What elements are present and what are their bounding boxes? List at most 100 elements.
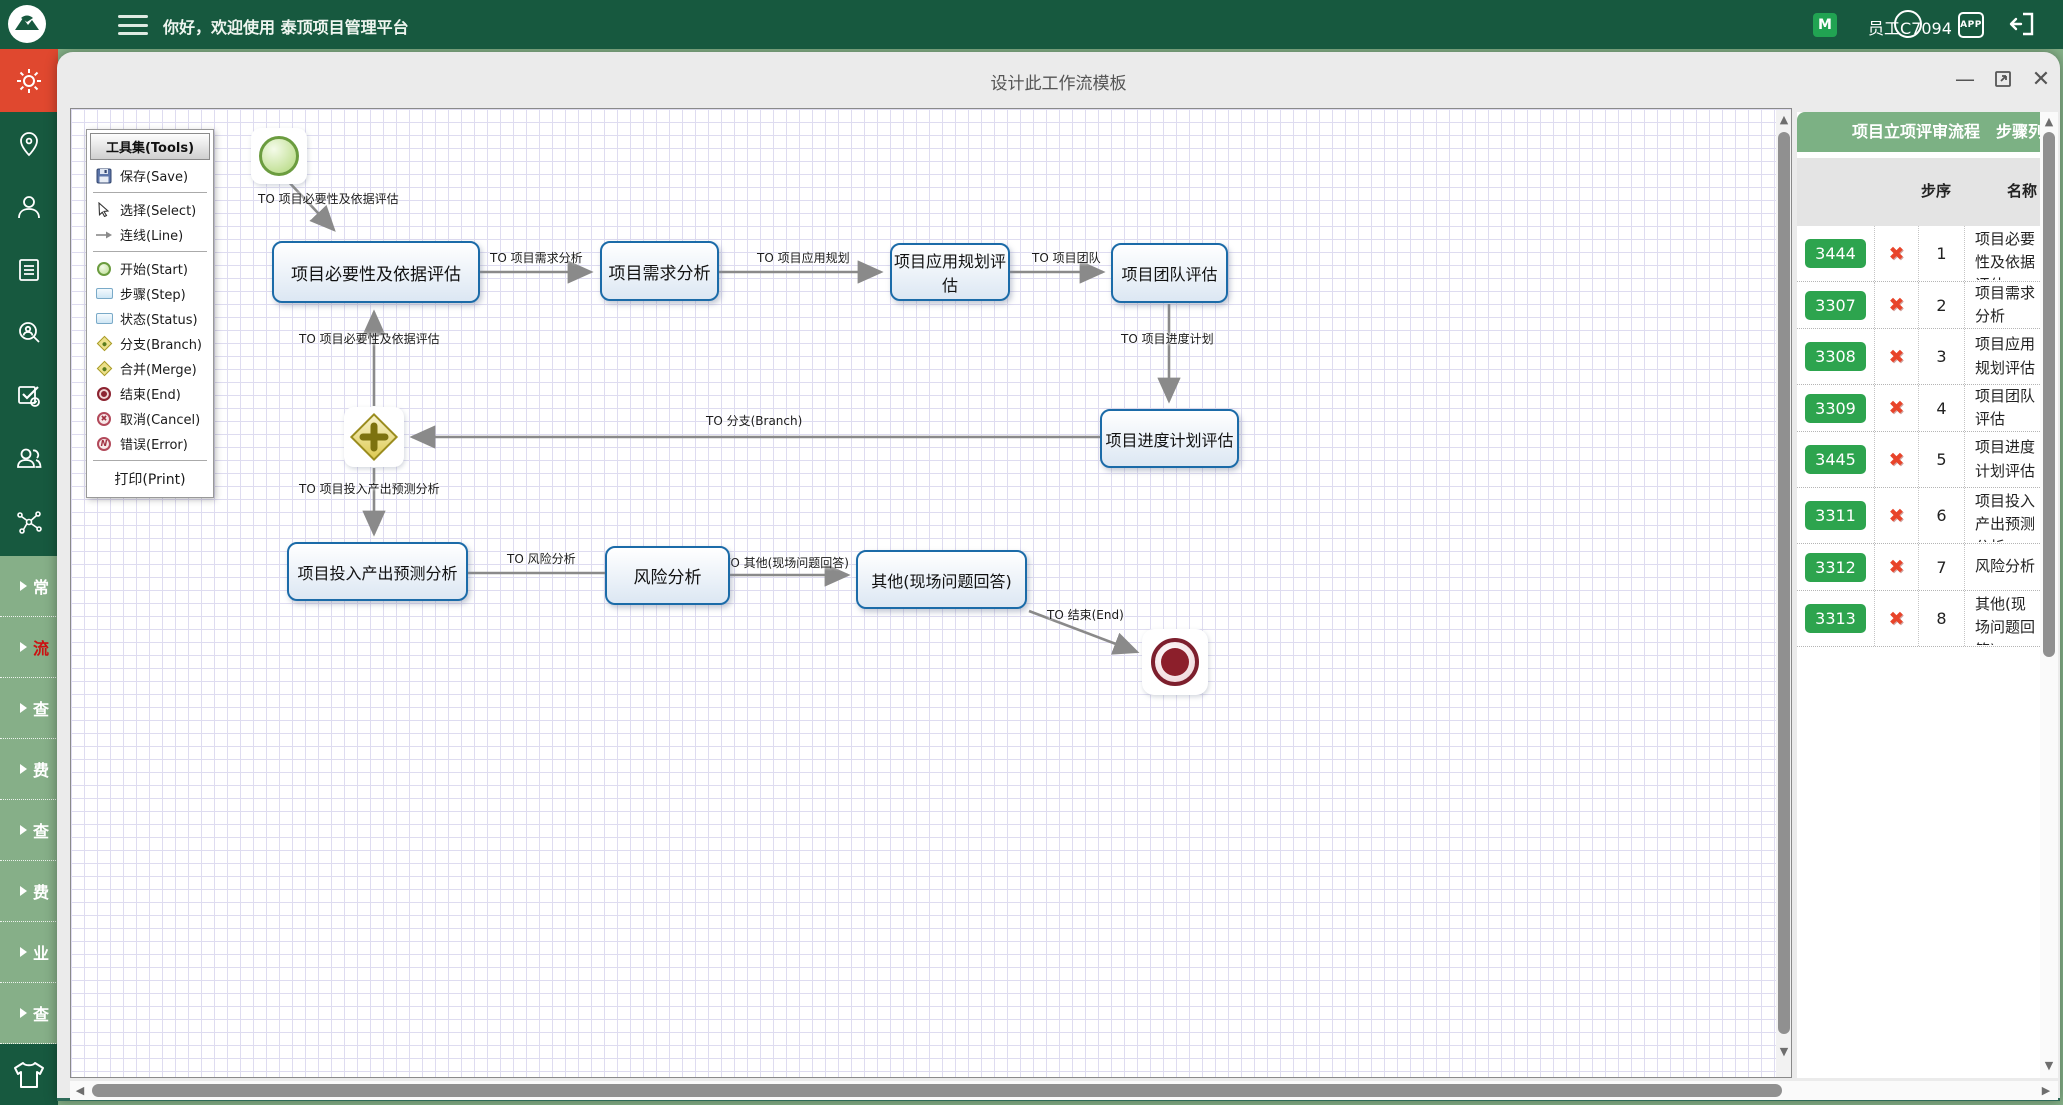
step-id-badge[interactable]: 3307 xyxy=(1805,290,1866,320)
sidebar-icon-location-pin[interactable] xyxy=(0,112,58,175)
table-row: 3444 ✖ 1 项目必要性及依据评估 xyxy=(1797,226,2040,282)
scroll-down-icon[interactable]: ▼ xyxy=(1779,1045,1789,1058)
sidebar-menu: 常 流 查 费 查 费 业 查 xyxy=(0,556,58,1044)
column-header-name: 名称 xyxy=(2007,182,2038,200)
sidebar-icon-user-search[interactable] xyxy=(0,301,58,364)
end-node[interactable] xyxy=(1142,629,1208,695)
column-header-seq: 步序 xyxy=(1920,182,1951,200)
step-node[interactable]: 其他(现场问题回答) xyxy=(856,550,1027,609)
sidebar-item-6[interactable]: 费 xyxy=(0,861,58,922)
print-button[interactable]: 打印(Print) xyxy=(114,472,186,488)
merge-tool[interactable]: 合并(Merge) xyxy=(87,356,213,381)
step-node[interactable]: 项目需求分析 xyxy=(600,241,719,301)
chevron-right-icon xyxy=(20,825,27,835)
scrollbar-thumb[interactable] xyxy=(2043,132,2055,657)
edge-label: TO 项目团队 xyxy=(1032,251,1101,265)
sidebar-icon-user-group[interactable] xyxy=(0,427,58,490)
step-node[interactable]: 项目应用规划评估 xyxy=(890,243,1010,301)
horizontal-scrollbar[interactable]: ◀ ▶ xyxy=(70,1081,2058,1100)
sidebar-item-3[interactable]: 查 xyxy=(0,678,58,739)
scrollbar-thumb[interactable] xyxy=(1778,132,1790,1034)
step-id-badge[interactable]: 3444 xyxy=(1805,239,1866,268)
sidebar-item-4[interactable]: 费 xyxy=(0,739,58,800)
scroll-up-icon[interactable]: ▲ xyxy=(2044,115,2054,128)
status-tool[interactable]: 状态(Status) xyxy=(87,306,213,331)
sidebar-icon-user[interactable] xyxy=(0,175,58,238)
sidebar-item-5[interactable]: 查 xyxy=(0,800,58,861)
step-id-badge[interactable]: 3313 xyxy=(1805,604,1866,633)
scroll-right-icon[interactable]: ▶ xyxy=(2041,1084,2051,1097)
scrollbar-thumb[interactable] xyxy=(92,1084,1782,1097)
delete-icon[interactable]: ✖ xyxy=(1888,242,1905,265)
edge-label: TO 项目进度计划 xyxy=(1121,332,1214,346)
maximize-button[interactable] xyxy=(1990,66,2016,92)
scroll-up-icon[interactable]: ▲ xyxy=(1779,113,1789,126)
branch-diamond-icon xyxy=(349,412,399,462)
sidebar-icon-task-check[interactable] xyxy=(0,364,58,427)
step-name: 项目团队评估 xyxy=(1975,386,2036,428)
sidebar-icon-network[interactable] xyxy=(0,490,58,553)
step-id-badge[interactable]: 3445 xyxy=(1805,445,1866,474)
sidebar-item-1[interactable]: 常 xyxy=(0,556,58,617)
step-node[interactable]: 项目投入产出预测分析 xyxy=(287,542,468,601)
workflow-designer-window: 设计此工作流模板 — ✕ xyxy=(57,52,2060,1101)
end-tool[interactable]: 结束(End) xyxy=(87,381,213,406)
end-circle-icon xyxy=(97,386,111,401)
delete-icon[interactable]: ✖ xyxy=(1888,448,1905,471)
edge-label: TO 结束(End) xyxy=(1047,608,1124,622)
delete-icon[interactable]: ✖ xyxy=(1888,294,1905,316)
branch-node[interactable] xyxy=(344,407,404,467)
palette-header[interactable]: 工具集(Tools) xyxy=(90,133,210,160)
chevron-right-icon xyxy=(20,947,27,957)
sidebar-item-2-active[interactable]: 流 xyxy=(0,617,58,678)
error-tool[interactable]: N 错误(Error) xyxy=(87,431,213,456)
avatar[interactable] xyxy=(1894,10,1922,38)
step-node[interactable]: 项目必要性及依据评估 xyxy=(272,241,480,303)
delete-icon[interactable]: ✖ xyxy=(1888,607,1905,630)
step-id-badge[interactable]: 3309 xyxy=(1805,393,1866,423)
line-tool[interactable]: 连线(Line) xyxy=(87,222,213,247)
cancel-tool[interactable]: ✖ 取消(Cancel) xyxy=(87,406,213,431)
app-icon[interactable]: APP xyxy=(1958,12,1984,38)
close-icon[interactable]: ✕ xyxy=(2031,66,2051,92)
save-icon xyxy=(95,168,113,184)
chevron-right-icon xyxy=(20,581,27,591)
step-node[interactable]: 风险分析 xyxy=(605,546,730,605)
branch-tool[interactable]: 分支(Branch) xyxy=(87,331,213,356)
line-arrow-icon xyxy=(95,227,113,243)
sidebar-item-8[interactable]: 查 xyxy=(0,983,58,1044)
save-button[interactable]: 保存(Save) xyxy=(87,163,213,188)
step-tool[interactable]: 步骤(Step) xyxy=(87,281,213,306)
sidebar-icon-gear[interactable] xyxy=(0,49,58,112)
step-id-badge[interactable]: 3312 xyxy=(1805,552,1866,582)
t-shirt-icon[interactable] xyxy=(12,1060,46,1090)
edge-label: TO 其他(现场问题回答) xyxy=(723,556,849,570)
window-titlebar[interactable]: 设计此工作流模板 — ✕ xyxy=(57,52,2060,108)
delete-icon[interactable]: ✖ xyxy=(1888,345,1905,368)
step-rect-icon xyxy=(95,288,113,299)
select-tool[interactable]: 选择(Select) xyxy=(87,197,213,222)
delete-icon[interactable]: ✖ xyxy=(1888,397,1905,419)
minimize-button[interactable]: — xyxy=(1955,67,1975,91)
sidebar-item-7[interactable]: 业 xyxy=(0,922,58,983)
workflow-canvas[interactable]: TO 项目必要性及依据评估 TO 项目需求分析 TO 项目应用规划 TO 项目团… xyxy=(70,108,1792,1078)
panel-vertical-scrollbar[interactable]: ▲ ▼ xyxy=(2040,112,2058,1078)
table-row: 3312 ✖ 7 风险分析 xyxy=(1797,544,2040,591)
canvas-vertical-scrollbar[interactable]: ▲ ▼ xyxy=(1776,110,1791,1077)
scroll-down-icon[interactable]: ▼ xyxy=(2044,1059,2054,1072)
step-id-badge[interactable]: 3311 xyxy=(1805,501,1866,530)
start-tool[interactable]: 开始(Start) xyxy=(87,256,213,281)
delete-icon[interactable]: ✖ xyxy=(1888,556,1905,578)
sidebar-icon-document-list[interactable] xyxy=(0,238,58,301)
username-text[interactable]: 员工C7094 xyxy=(1868,19,1952,38)
step-node[interactable]: 项目团队评估 xyxy=(1111,243,1228,303)
delete-icon[interactable]: ✖ xyxy=(1888,504,1905,527)
logout-icon[interactable] xyxy=(2008,10,2036,42)
scroll-left-icon[interactable]: ◀ xyxy=(75,1084,85,1097)
step-id-badge[interactable]: 3308 xyxy=(1805,342,1866,371)
window-title: 设计此工作流模板 xyxy=(990,74,1127,94)
hamburger-menu-icon[interactable] xyxy=(118,15,148,35)
step-node[interactable]: 项目进度计划评估 xyxy=(1100,409,1239,468)
start-node[interactable] xyxy=(251,128,307,184)
end-node-circle xyxy=(1151,638,1199,686)
